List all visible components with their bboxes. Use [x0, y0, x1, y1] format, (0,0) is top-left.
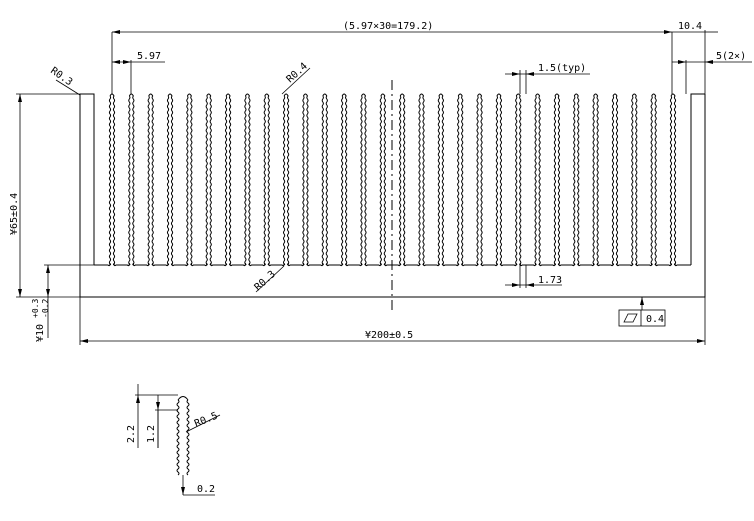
detail-radius-label: R0.5 [193, 411, 219, 430]
top-span-dimension: (5.97×30=179.2) [111, 21, 673, 94]
fin [631, 93, 638, 266]
fin [476, 93, 483, 266]
base-gap-dimension: 1.73 [505, 265, 562, 288]
top-span-label: (5.97×30=179.2) [343, 21, 433, 32]
radius-top-left-label: R0.3 [48, 65, 74, 88]
base-tol-minus-label: -0.2 [41, 299, 50, 318]
pitch-dimension: 5.97 [112, 51, 165, 94]
right-end-label: 10.4 [678, 21, 702, 32]
height-dimension: ¥65±0.4 [9, 93, 80, 298]
fin [611, 93, 619, 266]
fin [263, 93, 270, 266]
fin [573, 93, 580, 266]
fin [166, 93, 174, 266]
pitch-label: 5.97 [137, 51, 161, 62]
base-thickness-dimension: ¥10 +0.3 -0.2 [31, 264, 95, 342]
fin-group [80, 93, 705, 267]
fin [457, 93, 464, 266]
edge-fin-thickness-label: 5(2×) [716, 51, 746, 62]
fin [108, 93, 116, 266]
base-outline [79, 94, 706, 298]
fin [399, 93, 406, 266]
fin [244, 93, 251, 266]
flatness-icon [623, 313, 638, 323]
fin [418, 93, 425, 266]
typ-fin-thickness-dimension: 1.5(typ) [505, 63, 590, 94]
fin [515, 93, 522, 266]
radius-fin-root: R0.3 [253, 265, 285, 293]
fin [128, 93, 135, 266]
flatness-value: 0.4 [646, 314, 664, 325]
height-label: ¥65±0.4 [9, 193, 20, 235]
fin [147, 93, 154, 266]
outer-fin-left [80, 93, 95, 265]
fin [360, 93, 367, 266]
detail-fin-right [186, 399, 190, 476]
radius-top-left: R0.3 [48, 65, 81, 96]
fin [650, 93, 657, 266]
fin [224, 93, 232, 266]
fin [186, 93, 193, 266]
fin [205, 93, 212, 266]
base-top-line [94, 262, 691, 267]
edge-fin-thickness-dimension: 5(2×) [672, 51, 752, 94]
heatsink-profile [79, 93, 706, 298]
detail-wall-label: 0.2 [197, 484, 215, 495]
fin [379, 93, 386, 266]
detail-fin-tip [177, 396, 189, 401]
fin [592, 93, 599, 266]
base-tol-plus-label: +0.3 [31, 299, 40, 318]
flatness-callout: 0.4 [618, 297, 666, 327]
radius-fin-root-label: R0.3 [253, 269, 278, 293]
fin-detail-view: 2.2 1.2 R0.5 0.2 [126, 384, 221, 496]
base-gap-label: 1.73 [538, 275, 562, 286]
radius-fin-top-label: R0.4 [285, 61, 310, 85]
width-dimension: ¥200±0.5 [79, 297, 706, 345]
detail-fin-left [176, 399, 180, 476]
fin [302, 93, 309, 266]
fin [321, 93, 328, 266]
fin [495, 93, 502, 266]
radius-fin-top: R0.4 [281, 61, 311, 95]
detail-height-outer-label: 2.2 [126, 425, 137, 443]
width-label: ¥200±0.5 [365, 330, 413, 341]
fin [283, 93, 290, 266]
fin [534, 93, 541, 266]
detail-height-inner-label: 1.2 [146, 425, 157, 443]
fin [553, 93, 561, 266]
typ-fin-thickness-label: 1.5(typ) [538, 63, 586, 74]
fin [437, 93, 444, 266]
outer-fin-right [690, 93, 705, 265]
fin [341, 93, 348, 266]
base-thickness-label: ¥10 [35, 324, 46, 342]
fin [669, 93, 677, 266]
right-end-dimension: 10.4 [672, 21, 718, 94]
